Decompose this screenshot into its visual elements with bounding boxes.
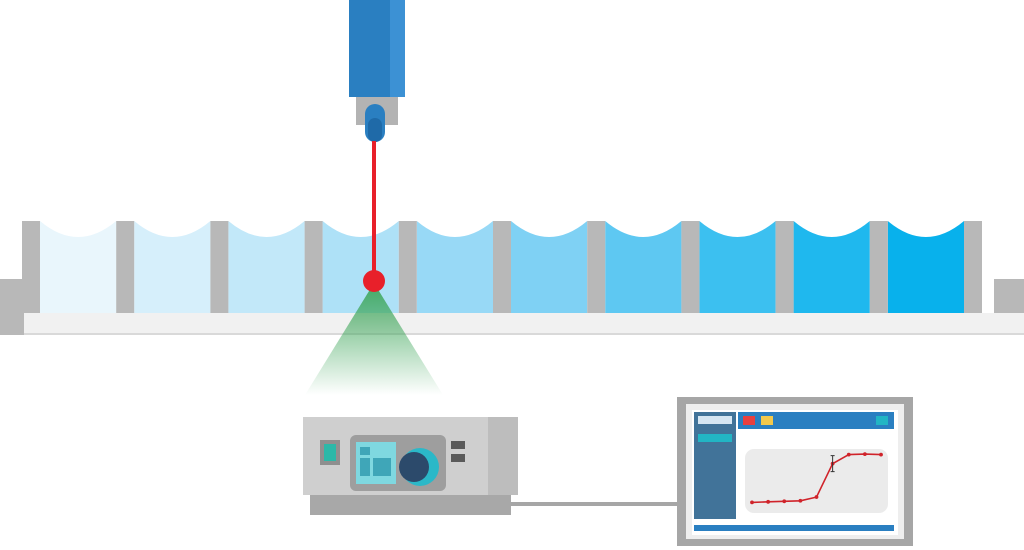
emission-cone [305,283,443,395]
detector-led-1 [451,441,465,449]
well-walls-group [22,221,982,313]
detector-screen-block-2 [360,458,370,476]
well-7 [605,221,682,313]
monitor-bottom-bar [694,525,894,531]
plot-point-5 [814,495,819,499]
detector-screen-block-1 [360,447,370,455]
plate-base [24,313,1024,335]
well-1 [40,221,117,313]
plot-point-8 [862,452,867,457]
power-switch-indicator [324,444,336,461]
well-6 [511,221,588,313]
monitor-header-bar [738,412,894,429]
well-9 [793,221,870,313]
plot-point-9 [879,452,883,457]
laser-lens-tip [368,118,382,142]
laser-housing-highlight [390,0,405,97]
sigmoid-plot [750,452,883,505]
plot-point-1 [750,500,754,505]
monitor [677,397,913,546]
well-wall-7 [587,221,606,313]
detector-led-2 [451,454,465,462]
detector-lens [399,452,429,482]
detector-side-panel [488,417,518,495]
monitor-sidebar [694,412,736,519]
well-wall-3 [210,221,229,313]
laser-source [349,0,405,142]
plot-point-4 [798,498,803,503]
well-wall-9 [775,221,794,313]
detector-base [310,495,511,515]
well-wall-8 [681,221,700,313]
well-wall-2 [116,221,135,313]
well-wall-1 [22,221,40,313]
well-wall-10 [869,221,888,313]
monitor-sidebar-item-1 [698,416,732,424]
laser-beam [372,141,376,281]
well-5 [416,221,493,313]
well-wall-4 [304,221,323,313]
well-10 [887,221,964,313]
plot-panel [745,449,888,513]
well-8 [699,221,776,313]
well-3 [228,221,305,313]
well-wall-11 [964,221,982,313]
data-cable [511,502,677,506]
monitor-red-indicator [743,416,755,425]
monitor-sidebar-item-2 [698,434,732,442]
detector-screen-block-3 [373,458,391,476]
plate-base-edge [24,333,1024,335]
monitor-yellow-indicator [761,416,773,425]
plot-point-2 [766,499,771,504]
monitor-cyan-indicator [876,416,888,425]
plot-point-7 [846,452,851,457]
well-wall-5 [398,221,417,313]
well-2 [134,221,211,313]
well-wall-6 [493,221,511,313]
detector-device [303,417,518,515]
well-4 [322,221,399,313]
plot-point-3 [782,499,787,504]
plot-error-bar [830,455,835,473]
microplate-strip [0,221,1024,335]
laser-focal-spot [363,270,385,292]
